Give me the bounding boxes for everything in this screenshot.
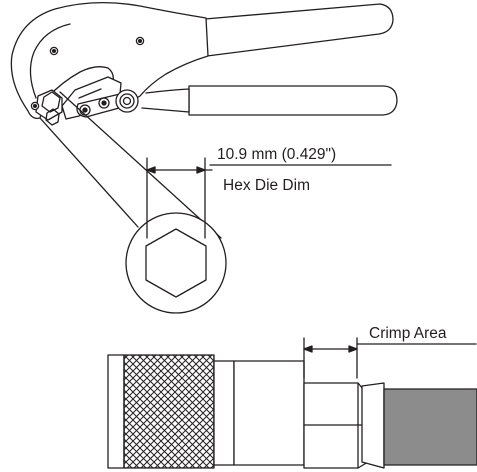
pivot-bolt: [115, 89, 139, 113]
body-screws: [49, 36, 145, 56]
coax-cable: [383, 388, 477, 466]
leader-line-right: [59, 91, 222, 239]
hex-dimension-lines: [146, 157, 392, 239]
leader-line-left: [39, 117, 139, 228]
cable-strain-relief: [361, 382, 385, 469]
crimp-area-label: Crimp Area: [369, 325, 447, 342]
connector-body: [233, 360, 305, 466]
tool-head-contour: [29, 23, 71, 99]
crimp-tool: [10, 1, 398, 126]
magnified-hex-die: [125, 212, 227, 314]
connector-front-ring: [107, 354, 125, 469]
knurled-nut-fill: [124, 355, 214, 468]
hex-dimension-label: 10.9 mm (0.429"): [217, 146, 337, 163]
lower-handle-grip: [188, 85, 398, 116]
lower-handle-shank: [141, 88, 190, 113]
bnc-connector: [107, 354, 477, 469]
connector-collar: [213, 360, 235, 466]
upper-handle-grip: [204, 3, 394, 57]
crimp-area-dimension: [303, 337, 477, 379]
hex-die: [35, 89, 63, 126]
hex-caption-label: Hex Die Dim: [223, 177, 310, 194]
